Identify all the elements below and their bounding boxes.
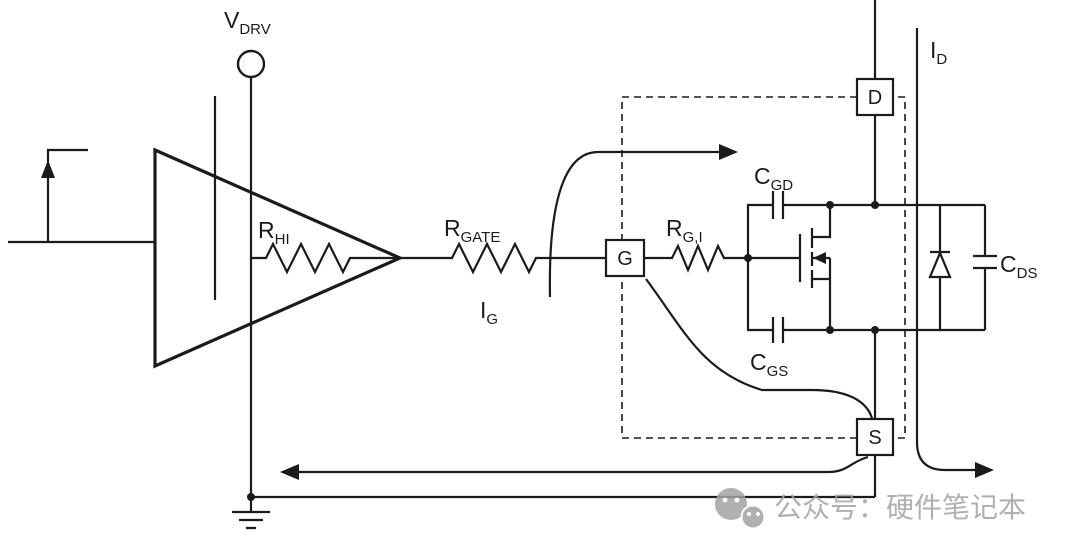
mosfet-symbol bbox=[798, 205, 832, 330]
label-id: ID bbox=[930, 37, 947, 68]
junction-dot bbox=[871, 326, 879, 334]
wechat-bubble-small bbox=[740, 504, 766, 530]
label-cds: CDS bbox=[1000, 251, 1037, 282]
schematic-strokes bbox=[8, 0, 997, 530]
label-ig: IG bbox=[480, 297, 498, 328]
return-arrow-icon bbox=[280, 464, 299, 480]
schematic-fills bbox=[41, 144, 994, 501]
drain-current-path bbox=[915, 28, 977, 472]
label-cgs: CGS bbox=[750, 349, 788, 380]
wechat-eye bbox=[747, 512, 751, 516]
terminal-box-s bbox=[855, 417, 895, 457]
junction-dot bbox=[744, 254, 752, 262]
wechat-icon bbox=[715, 488, 766, 530]
turn-on-arrow-icon bbox=[719, 144, 738, 160]
wechat-eye bbox=[722, 497, 728, 503]
gate-branch-down bbox=[746, 258, 773, 332]
wechat-eye bbox=[734, 497, 740, 503]
step-up-arrow-icon bbox=[41, 160, 55, 178]
label-terminal-d: D bbox=[868, 87, 882, 109]
schematic-labels: VDRV RHI RGATE IG RG,I CGD CGS CDS ID G … bbox=[224, 7, 1037, 449]
return-current-path bbox=[299, 455, 869, 474]
body-diode-triangle bbox=[928, 250, 952, 279]
cds-capacitor bbox=[973, 205, 997, 330]
label-terminal-g: G bbox=[617, 248, 633, 270]
ground-symbol bbox=[232, 497, 270, 530]
junction-dot bbox=[871, 201, 879, 209]
terminal-box-g bbox=[604, 238, 646, 278]
watermark: 公众号：硬件笔记本 bbox=[715, 488, 1026, 530]
label-rgate: RGATE bbox=[444, 215, 500, 246]
vdrv-source-circle bbox=[236, 49, 266, 79]
watermark-text: 公众号：硬件笔记本 bbox=[774, 491, 1026, 524]
mosfet-body-arrow-icon bbox=[813, 252, 826, 264]
resistor-rgate bbox=[400, 241, 606, 275]
wechat-bubble-large bbox=[715, 488, 747, 520]
gate-return-path bbox=[645, 278, 874, 419]
mosfet-drain-stub bbox=[812, 205, 832, 239]
wechat-eye bbox=[756, 512, 760, 516]
body-diode-cathode bbox=[930, 205, 950, 254]
junction-dot bbox=[826, 326, 834, 334]
turn-on-current-path bbox=[548, 150, 719, 298]
cgd-capacitor bbox=[771, 191, 785, 219]
junction-dot bbox=[826, 201, 834, 209]
driver-triangle bbox=[153, 147, 404, 369]
resistor-rhi bbox=[251, 241, 400, 275]
label-terminal-s: S bbox=[868, 427, 881, 449]
terminal-box-d bbox=[855, 77, 895, 117]
mosfet-source-stub bbox=[812, 258, 832, 330]
label-cgd: CGD bbox=[754, 163, 793, 194]
label-rgi: RG,I bbox=[666, 215, 703, 246]
label-vdrv: VDRV bbox=[224, 7, 271, 38]
label-rhi: RHI bbox=[258, 217, 290, 248]
resistor-rgi bbox=[644, 243, 800, 273]
gate-branch-up bbox=[746, 203, 773, 258]
package-dashed-box bbox=[621, 96, 906, 439]
junction-dot bbox=[247, 493, 255, 501]
drain-current-arrow-icon bbox=[975, 462, 994, 478]
input-step-signal bbox=[46, 148, 88, 242]
cgs-capacitor bbox=[771, 317, 785, 343]
body-diode bbox=[928, 205, 952, 330]
